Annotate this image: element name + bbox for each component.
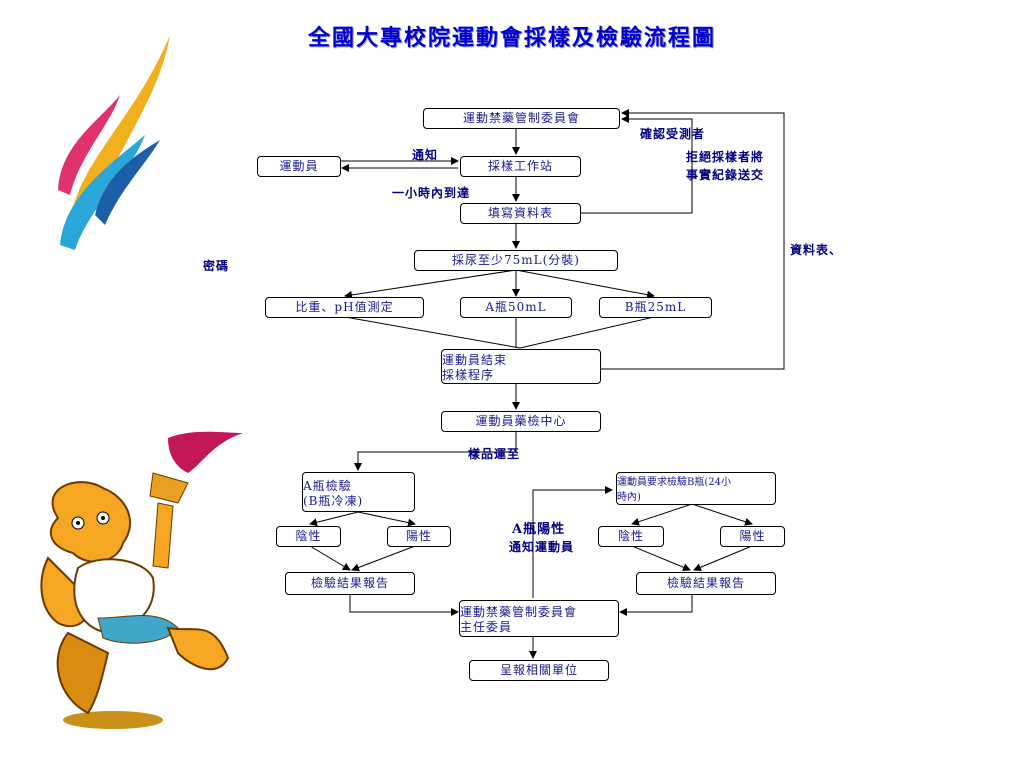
arrow-pos-to-report-left (351, 545, 416, 572)
node-request-b-line1: 運動員要求檢驗B瓶(24小 (617, 477, 731, 488)
arrow-end-to-committee (600, 109, 785, 370)
label-code: 密碼 (203, 259, 230, 273)
line-gravity-to-end (344, 316, 521, 349)
node-committee-chair-line1: 運動禁藥管制委員會 (460, 605, 578, 619)
label-notify-athlete: 通知運動員 (509, 540, 575, 554)
arrow-neg-to-report-left (309, 545, 351, 571)
node-committee-chair: 運動禁藥管制委員會 主任委員 (459, 600, 619, 637)
node-urine-collection: 採尿至少75mL(分裝) (414, 250, 618, 271)
arrow-report-left-to-chair (349, 594, 459, 616)
node-report-left: 檢驗結果報告 (285, 572, 415, 595)
arrow-test-a-to-neg (309, 511, 359, 527)
node-sampling-end: 運動員結束 採樣程序 (441, 349, 601, 384)
node-positive-left: 陽性 (387, 526, 451, 547)
node-report-units: 呈報相關單位 (469, 660, 609, 681)
node-request-b: 運動員要求檢驗B瓶(24小 時內) (616, 472, 776, 505)
arrow-form-to-committee (580, 115, 693, 214)
arrow-chair-to-req-b (532, 486, 613, 598)
label-within-hour: 一小時內到達 (392, 186, 471, 200)
arrow-pos-right-to-report (693, 545, 753, 572)
arrow-lab-to-test-a (354, 431, 517, 471)
node-committee-chair-line2: 主任委員 (460, 620, 513, 634)
label-refusal-line2: 事實紀錄送交 (686, 168, 765, 182)
flame-logo (58, 35, 170, 250)
arrow-urine-to-gravity (344, 269, 517, 299)
label-confirm-subject: 確認受測者 (640, 127, 706, 141)
node-test-a-line1: A瓶檢驗 (303, 478, 352, 493)
node-test-a: A瓶檢驗 (B瓶冷凍) (302, 472, 415, 512)
node-gravity-ph: 比重、pH值測定 (265, 297, 424, 318)
node-bottle-a: A瓶50mL (460, 297, 572, 318)
node-report-right: 檢驗結果報告 (636, 572, 776, 595)
label-notify: 通知 (412, 148, 439, 162)
page-title: 全國大專校院運動會採樣及檢驗流程圖 (307, 25, 716, 51)
node-sampling-end-line2: 採樣程序 (442, 368, 495, 382)
node-positive-right: 陽性 (720, 526, 785, 547)
mascot-illustration (40, 431, 243, 729)
arrow-report-right-to-chair (619, 594, 693, 616)
arrow-req-b-to-neg (631, 503, 693, 526)
node-bottle-b: B瓶25mL (599, 297, 712, 318)
arrow-urine-to-bottle-b (515, 269, 655, 299)
node-sampling-end-line1: 運動員結束 (442, 353, 508, 367)
node-committee: 運動禁藥管制委員會 (423, 108, 620, 129)
line-bottle-b-to-end (519, 316, 655, 349)
node-test-a-line2: (B瓶冷凍) (303, 493, 364, 508)
node-doping-lab: 運動員藥檢中心 (441, 411, 601, 432)
node-negative-left: 陰性 (276, 526, 341, 547)
label-transport: 樣品運至 (468, 447, 521, 461)
node-negative-right: 陰性 (598, 526, 664, 547)
arrow-req-b-to-pos (691, 503, 753, 526)
node-fill-form: 填寫資料表 (460, 203, 581, 224)
label-datasheet: 資料表、 (790, 243, 843, 257)
node-request-b-line2: 時內) (617, 492, 641, 503)
arrow-test-a-to-pos (357, 511, 416, 527)
node-sampling-station: 採樣工作站 (460, 156, 581, 177)
node-athlete: 運動員 (257, 156, 341, 177)
label-refusal-line1: 拒絕採樣者將 (686, 150, 765, 164)
arrow-neg-right-to-report (631, 545, 691, 572)
label-a-positive: A瓶陽性 (512, 522, 566, 537)
